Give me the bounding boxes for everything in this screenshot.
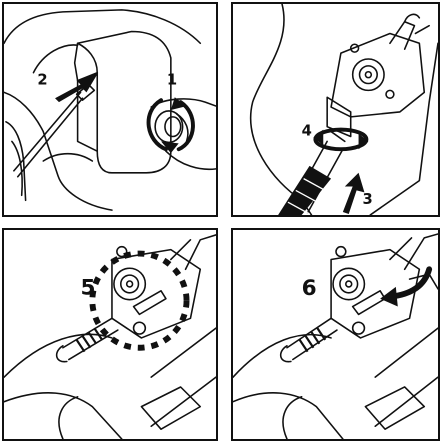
illustration-tool-cover-and-knob: 1 2 bbox=[4, 9, 216, 211]
step-number-1: 1 bbox=[167, 71, 177, 88]
illustration-adjust-screw-highlight: 5 bbox=[4, 234, 216, 439]
step-number-2: 2 bbox=[37, 71, 47, 88]
illustration-lever-position: 6 bbox=[233, 233, 438, 439]
panel-top-left: 1 2 bbox=[2, 2, 218, 217]
step-number-4: 4 bbox=[302, 122, 312, 139]
step-number-6: 6 bbox=[302, 276, 317, 301]
panel-top-right: 3 4 bbox=[231, 2, 440, 217]
step-number-3: 3 bbox=[362, 191, 372, 208]
step-number-5: 5 bbox=[81, 276, 96, 301]
illustration-carburetor-cable-adjust: 3 4 bbox=[250, 4, 438, 215]
panel-bottom-right: 6 bbox=[231, 228, 440, 441]
panel-bottom-left: 5 bbox=[2, 228, 218, 441]
